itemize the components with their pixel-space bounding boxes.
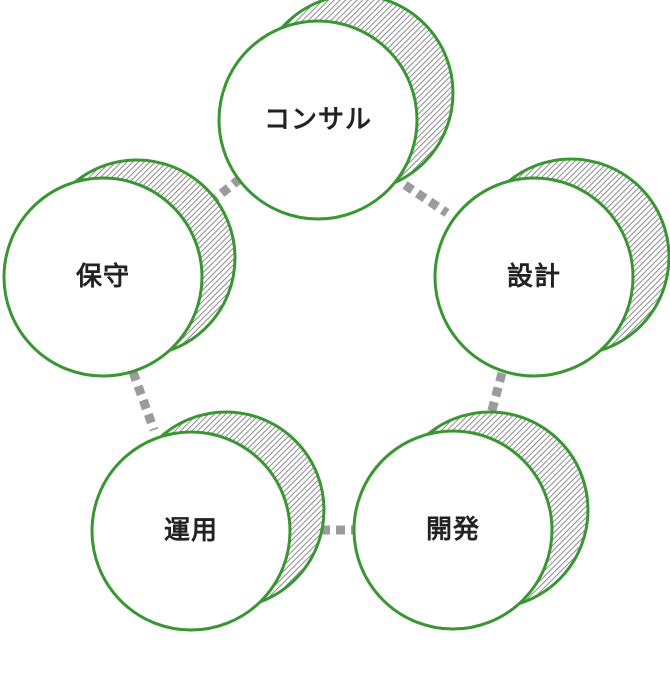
connector-design-dev <box>483 371 507 427</box>
node-dev: 開発 <box>352 410 590 631</box>
connector-ops-maint <box>128 370 159 432</box>
node-consul-circle <box>217 19 419 221</box>
node-maint: 保守 <box>2 158 237 378</box>
node-design: 設計 <box>433 157 670 378</box>
connector-consul-design <box>402 181 450 217</box>
node-design-circle <box>433 176 635 378</box>
node-consul-label: コンサル <box>264 105 372 135</box>
node-maint-label: 保守 <box>75 261 130 292</box>
node-consul: コンサル <box>217 0 455 221</box>
node-design-label: 設計 <box>507 261 561 292</box>
node-ops-circle <box>90 430 292 632</box>
node-dev-circle <box>352 429 554 631</box>
node-maint-circle <box>2 176 204 378</box>
node-dev-label: 開発 <box>426 515 480 545</box>
connector-maint-consul <box>195 174 244 216</box>
node-ops: 運用 <box>90 410 326 632</box>
node-ops-label: 運用 <box>164 516 218 546</box>
